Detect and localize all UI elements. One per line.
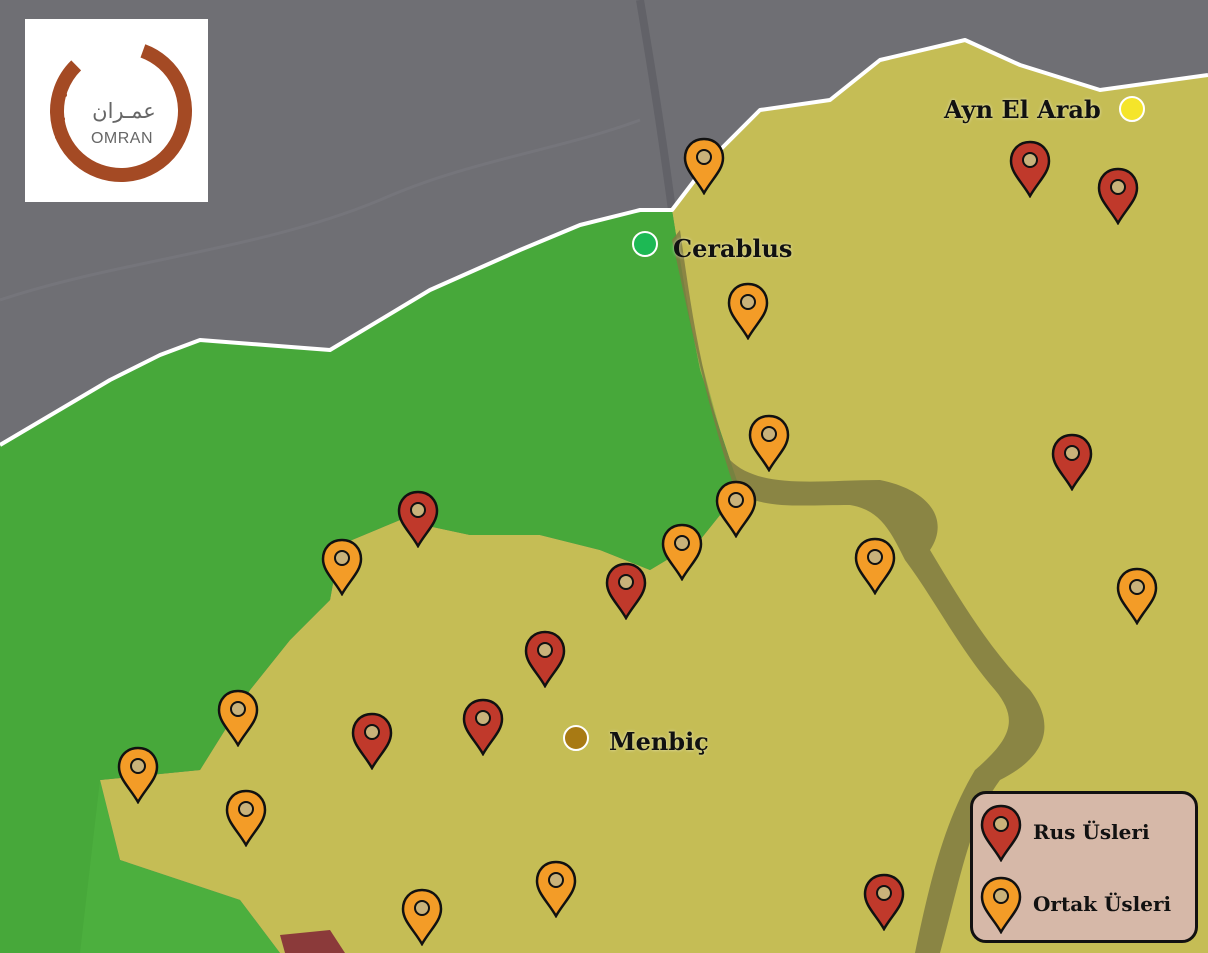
rus-base-marker[interactable] xyxy=(461,698,505,756)
ortak-base-marker[interactable] xyxy=(714,480,758,538)
ortak-base-marker[interactable] xyxy=(224,789,268,847)
rus-base-marker[interactable] xyxy=(1008,140,1052,198)
rus-base-marker[interactable] xyxy=(523,630,567,688)
omran-logo: عمـران OMRAN xyxy=(25,19,208,202)
logo-ring-icon xyxy=(50,39,192,182)
green-zone xyxy=(0,210,740,953)
legend-label-rus: Rus Üsleri xyxy=(1033,820,1150,844)
red-zone xyxy=(280,930,345,953)
border-line xyxy=(0,38,1208,447)
city-label-menbic: Menbiç xyxy=(609,727,709,756)
logo-arabic-text: عمـران xyxy=(92,99,156,123)
ortak-base-marker[interactable] xyxy=(534,860,578,918)
rus-base-marker[interactable] xyxy=(396,490,440,548)
rus-base-marker[interactable] xyxy=(1050,433,1094,491)
ortak-base-marker[interactable] xyxy=(660,523,704,581)
city-dot-menbic[interactable] xyxy=(563,725,589,751)
legend-item-ortak: Ortak Üsleri xyxy=(979,876,1195,934)
ortak-base-marker[interactable] xyxy=(1115,567,1159,625)
legend-label-ortak: Ortak Üsleri xyxy=(1033,892,1172,916)
logo-latin-text: OMRAN xyxy=(90,130,154,147)
ortak-base-marker[interactable] xyxy=(747,414,791,472)
rus-base-marker[interactable] xyxy=(604,562,648,620)
legend-item-rus: Rus Üsleri xyxy=(979,804,1195,862)
city-dot-ayn-el-arab[interactable] xyxy=(1119,96,1145,122)
city-label-cerablus: Cerablus xyxy=(673,234,793,263)
ortak-base-marker[interactable] xyxy=(682,137,726,195)
rus-base-marker[interactable] xyxy=(350,712,394,770)
city-dot-cerablus[interactable] xyxy=(632,231,658,257)
city-label-ayn-el-arab: Ayn El Arab xyxy=(944,95,1101,124)
rus-base-marker[interactable] xyxy=(862,873,906,931)
rus-base-marker[interactable] xyxy=(1096,167,1140,225)
map-pin-icon xyxy=(980,876,1022,934)
ortak-base-marker[interactable] xyxy=(116,746,160,804)
ortak-base-marker[interactable] xyxy=(726,282,770,340)
ortak-base-marker[interactable] xyxy=(216,689,260,747)
ortak-base-marker[interactable] xyxy=(320,538,364,596)
map-legend: Rus Üsleri Ortak Üsleri xyxy=(970,791,1198,943)
ortak-base-marker[interactable] xyxy=(400,888,444,946)
map-pin-icon xyxy=(980,804,1022,862)
ortak-base-marker[interactable] xyxy=(853,537,897,595)
